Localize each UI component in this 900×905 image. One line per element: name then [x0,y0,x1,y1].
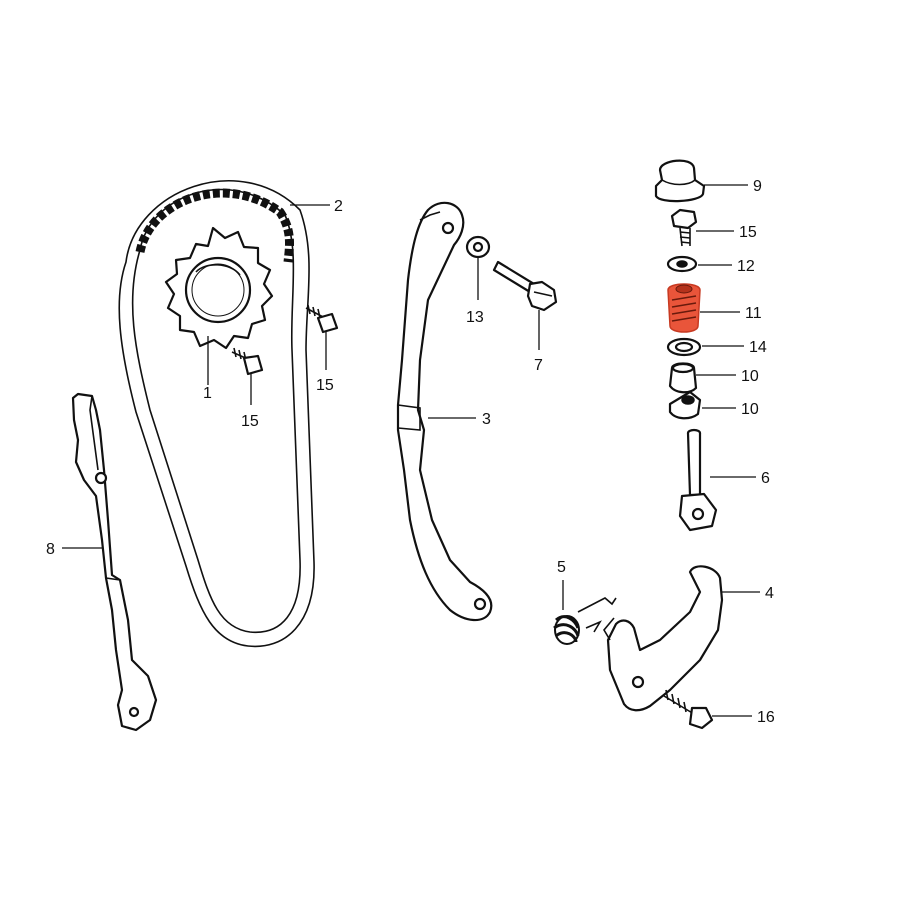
chain-tensioner-slipper [396,201,493,622]
callout-10-lower: 10 [741,401,759,418]
callout-15-sprocket-right: 15 [316,377,334,394]
callout-3: 3 [482,411,491,428]
sprocket-bolt-left [231,347,264,376]
spring-11 [667,283,701,333]
callout-15-tensioner: 15 [739,224,757,241]
torsion-spring-5 [553,597,617,645]
callout-5: 5 [557,559,566,576]
pivot-bolt-7 [492,260,558,312]
tensioner-lever-4 [603,565,724,712]
seal-washer-14 [666,337,702,357]
callout-13: 13 [466,309,484,326]
tensioner-bolt-15 [670,208,698,247]
washer-13 [465,235,491,259]
callout-14: 14 [749,339,767,356]
chain-guide [71,392,158,732]
callout-9: 9 [753,178,762,195]
chain-links [135,188,295,263]
callout-15-sprocket-left: 15 [241,413,259,430]
callout-12: 12 [737,258,755,275]
wedge-10-lower [668,390,702,420]
push-rod-6 [678,428,718,532]
tensioner-cap-9 [654,159,706,203]
washer-12 [666,255,698,273]
callout-16: 16 [757,709,775,726]
callout-2: 2 [334,198,343,215]
callout-7: 7 [534,357,543,374]
callout-8: 8 [46,541,55,558]
callout-4: 4 [765,585,774,602]
lever-bolt-16 [663,689,714,730]
callout-10-upper: 10 [741,368,759,385]
wedge-10-upper [668,362,698,394]
cam-chain [118,180,315,648]
callout-1: 1 [203,385,212,402]
sprocket-bolt-right [305,304,339,334]
callout-6: 6 [761,470,770,487]
leader-lines [62,184,760,717]
cam-sprocket [164,226,274,350]
callout-11: 11 [745,305,762,322]
